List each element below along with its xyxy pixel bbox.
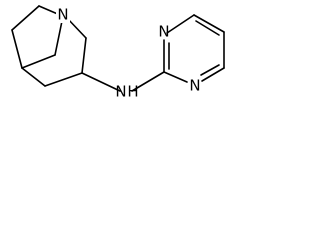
molecule-structure: N N N N H: [11, 5, 225, 101]
bond-bridgehead-c-right: [21, 54, 56, 69]
bond-pyr-n-bottom-c2: [163, 71, 188, 83]
bond-pyr-n-top-c: [166, 14, 195, 34]
bond-pyr-c-c-right: [193, 14, 225, 33]
bond-c2-n1: [66, 17, 87, 39]
bond-c3-nh: [81, 72, 121, 92]
bond-nh-pyrimidine: [131, 71, 165, 92]
bond-c-right-n1: [54, 20, 63, 56]
amine-nitrogen-label: N: [115, 83, 126, 101]
bond-c3-c2: [81, 37, 87, 74]
bond-bridgehead-c-bottom: [21, 67, 46, 87]
pyrimidine-nitrogen-top-label: N: [158, 23, 169, 41]
pyrimidine-nitrogen-bottom-label: N: [189, 77, 200, 95]
amine-hydrogen-label: H: [127, 83, 138, 101]
bond-pyr-c-c-right-double: [195, 20, 220, 36]
bond-c-mid-bridgehead: [11, 29, 23, 69]
atom-labels: N N N N H: [56, 6, 201, 101]
bond-pyr-c-lower-n-bottom-double: [200, 64, 220, 76]
bond-lines: [11, 5, 225, 92]
bond-pyr-c-lower-n-bottom: [201, 67, 225, 82]
quinuclidine-nitrogen-label: N: [57, 6, 68, 24]
bond-c-bottom-c3: [44, 72, 83, 87]
bond-c-left-c-mid: [11, 5, 40, 31]
